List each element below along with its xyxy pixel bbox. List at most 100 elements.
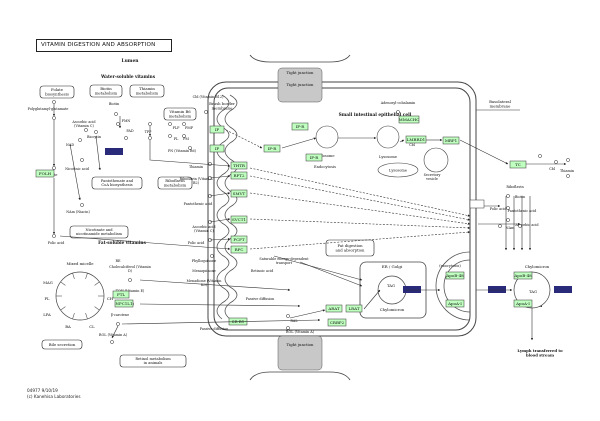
pn-label: PN (Vitamin B6) <box>168 149 197 153</box>
folate-box-box <box>39 85 75 99</box>
footer: 04977 9/10/19 (c) Kanehisa Laboratories <box>27 388 81 399</box>
transport-arrow <box>399 139 405 143</box>
biocytin-label: Biocytin <box>87 135 102 139</box>
gene-if-r-c-box <box>305 153 323 162</box>
compound-node <box>286 314 290 318</box>
toh-label: TOH (Vitamin E) <box>116 289 145 293</box>
tight-junction-top <box>277 67 323 103</box>
gene-mmachc-label: MMACHC <box>399 117 420 122</box>
compound-node <box>566 158 570 162</box>
cell-membrane-inner <box>213 87 471 331</box>
pl-label: PL <box>44 296 50 301</box>
gene-rfc-box <box>230 245 248 254</box>
fad-label: FAD <box>126 129 134 133</box>
gene-if-r-b-box <box>291 122 309 131</box>
compound-node <box>124 136 128 140</box>
folic-acid-label: Folic acid <box>48 241 65 245</box>
phylloquinone-label: Phylloquinone <box>192 259 216 263</box>
transport-arrow <box>209 218 231 223</box>
bile-box-label: Bile secretion <box>49 342 76 347</box>
gene-pcft-label: PCFT <box>233 237 245 242</box>
gene-mrp1-label: MRP1 <box>445 138 457 143</box>
transport-arrow <box>209 175 231 179</box>
micelle-spike <box>85 313 88 319</box>
compound-node <box>554 160 558 164</box>
gene-ftl-label: FTL <box>117 292 125 297</box>
cbl-label: Cbl (Vitamin B12) <box>193 95 224 99</box>
bile-box-box <box>41 339 83 350</box>
compound-node <box>110 340 114 344</box>
endosome-circle <box>315 125 339 149</box>
transport-arrow <box>209 192 231 197</box>
blood-tag-label: TAG <box>529 289 537 294</box>
pl-label-b6: PL <box>174 137 179 141</box>
blood-nam-label: NAm <box>506 226 515 230</box>
ba-label: BA <box>65 324 71 329</box>
compound-node <box>52 166 56 170</box>
endosome-label: Endosome <box>316 154 335 158</box>
gene-rfc-label: RFC <box>235 247 244 252</box>
thiamin-box-box <box>129 84 165 98</box>
compound-node <box>148 122 152 126</box>
ascorbic-label: Ascorbic acid(Vitamin C) <box>71 120 96 128</box>
transport-arrow <box>69 143 81 201</box>
gene-folh-label: FOLH <box>39 171 52 176</box>
gene-pcft-box <box>230 235 248 244</box>
footer-id: 04977 9/10/19 <box>27 388 58 393</box>
gene-rft2-box <box>230 171 248 180</box>
ch-label: CH <box>107 296 114 301</box>
highlight-block <box>554 286 572 293</box>
compound-node <box>566 174 570 178</box>
micelle-spike <box>94 281 100 286</box>
gene-if-r-c-label: IF-R <box>310 155 320 160</box>
micelle-spike <box>72 313 75 319</box>
blood-riboflavin-label: Riboflavin <box>506 185 524 189</box>
gene-apob48-b-box <box>513 271 533 280</box>
gene-thtr-label: THTR <box>233 163 246 168</box>
er-tag-label: TAG <box>387 283 395 288</box>
transport-arrow <box>249 192 471 225</box>
exocytosis-arc-inner <box>443 259 471 313</box>
lysosome-circle <box>376 125 400 149</box>
gene-ftl-box <box>112 290 130 299</box>
compound-node <box>396 110 400 114</box>
gene-mrp1-box <box>442 136 460 145</box>
compound-node <box>498 224 502 228</box>
gene-npc1l1-box <box>114 299 134 308</box>
compound-node <box>80 203 84 207</box>
folic-acid-label-2: Folic acid <box>188 241 205 245</box>
pm-label: PM <box>183 137 189 141</box>
blood-thiamin-label: Thiamin <box>560 169 575 173</box>
gene-lmbrd1-box <box>405 135 427 144</box>
gene-apoa1-a-label: ApoA-I <box>447 301 462 306</box>
riboflavin-box-box <box>157 176 193 190</box>
transport-arrow <box>459 139 509 165</box>
footer-copyright: (c) Kanehisa Laboratories <box>27 393 81 399</box>
gene-tc-box <box>509 160 527 169</box>
compound-node <box>84 128 88 132</box>
transport-arrow <box>299 261 363 287</box>
compound-node <box>168 122 172 126</box>
gene-if-b-box <box>209 144 225 153</box>
gene-if-r-a-label: IF-R <box>268 146 278 151</box>
nam-label: NAm (Niacin) <box>66 210 90 214</box>
secretory-circle <box>423 147 449 173</box>
er-chylomicron-circle <box>377 275 407 305</box>
compound-node <box>210 254 214 258</box>
cbl-blood-label: Cbl <box>549 167 555 171</box>
gene-apoa1-b-box <box>513 299 533 308</box>
transfer-box <box>469 199 485 209</box>
gene-apob48-b-label: ApoB-48 <box>513 273 532 278</box>
compound-node <box>80 158 84 162</box>
cell-label: Small intestinal epithelial cell <box>339 113 412 118</box>
compound-node <box>204 110 208 114</box>
